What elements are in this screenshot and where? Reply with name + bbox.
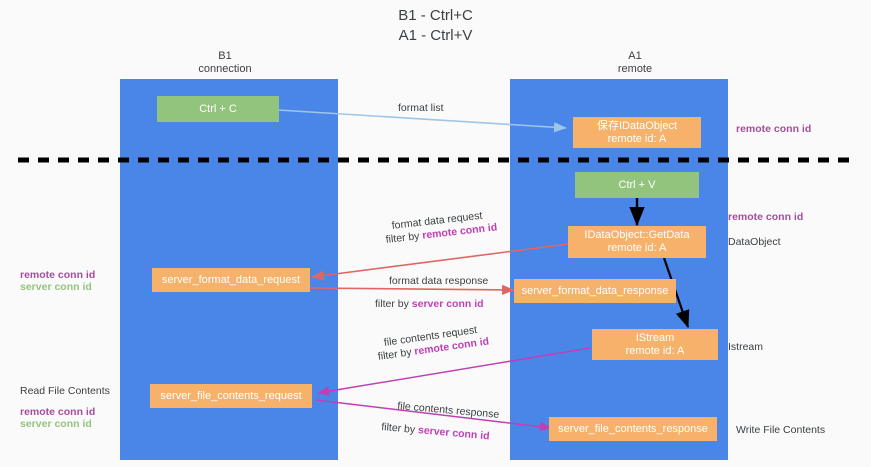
box-ctrl-v[interactable]: Ctrl + V [575,172,699,198]
label-format-list: format list [398,102,444,114]
label-file-contents-response-filter: filter by server conn id [381,420,490,443]
column-header-b1: B1 connection [198,50,252,75]
label-file-contents-response: file contents response [396,399,500,421]
box-server-format-data-request[interactable]: server_format_data_request [152,268,310,292]
column-header-a1: A1 remote [617,50,653,75]
filter-prefix: filter by [385,229,424,246]
box-store-dataobject[interactable]: 保存IDataObject remote id: A [573,117,701,148]
right-annotation-dataobject: DataObject [728,236,781,248]
right-annotation-remote-conn-id-top: remote conn id [736,123,812,135]
right-annotation-istream: Istream [728,341,764,353]
right-annotation-write-file-contents: Write File Contents [736,424,826,436]
filter-prefix: filter by [377,345,416,363]
box-server-file-contents-request[interactable]: server_file_contents_request [150,384,312,408]
left-annotation-remote-conn-id-mid: remote conn id [20,269,96,281]
left-annotation-server-conn-id-mid: server conn id [20,281,92,293]
left-annotation-server-conn-id-low: server conn id [20,418,92,430]
box-ctrl-c[interactable]: Ctrl + C [157,96,279,122]
right-annotation-remote-conn-id-mid: remote conn id [728,211,804,223]
page-title: B1 - Ctrl+C A1 - Ctrl+V [398,7,473,44]
label-format-data-response: format data response [389,275,489,287]
label-format-data-response-filter: filter by server conn id [375,297,484,311]
box-istream[interactable]: IStream remote id: A [592,329,718,360]
left-annotation-remote-conn-id-low: remote conn id [20,406,96,418]
box-server-file-contents-response[interactable]: server_file_contents_response [549,417,717,441]
box-server-format-data-response[interactable]: server_format_data_response [514,279,676,303]
filter-key-server-conn-id: server conn id [411,298,484,310]
filter-key-server-conn-id: server conn id [417,424,491,443]
left-annotation-read-file-contents: Read File Contents [20,385,110,397]
filter-prefix: filter by [375,298,412,310]
box-idataobject-getdata[interactable]: IDataObject::GetData remote id: A [568,226,706,258]
filter-prefix: filter by [380,420,419,437]
